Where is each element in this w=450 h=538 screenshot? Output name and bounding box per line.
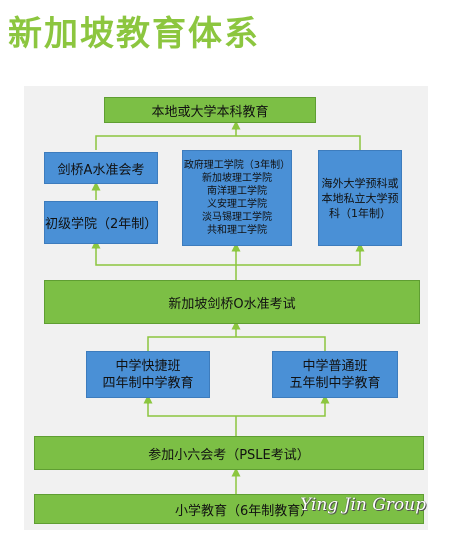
normal-line: 五年制中学教育 [289, 375, 381, 391]
polytechnic-line: 共和理工学院 [207, 225, 267, 236]
express-line: 四年制中学教育 [102, 375, 194, 391]
o-level-box: 新加坡剑桥O水准考试 [44, 280, 420, 324]
psle-box: 参加小六会考（PSLE考试） [34, 436, 424, 470]
watermark-logo: Ying Jin Group [300, 495, 426, 515]
a-level-box: 剑桥A水准会考 [44, 152, 158, 184]
polytechnic-line: 义安理工学院 [207, 199, 267, 210]
arrow-psle-secondary [147, 400, 326, 436]
polytechnics-box: 政府理工学院（3年制） 新加坡理工学院 南洋理工学院 义安理工学院 淡马锡理工学… [182, 150, 292, 246]
polytechnic-line: 政府理工学院（3年制） [183, 160, 291, 171]
arrow-to-university [95, 126, 361, 150]
university-box: 本地或大学本科教育 [104, 97, 316, 123]
junior-college-box: 初级学院（2年制） [44, 201, 158, 244]
express-stream-box: 中学快捷班 四年制中学教育 [86, 351, 210, 398]
polytechnic-line: 新加坡理工学院 [202, 173, 272, 184]
overseas-line: 本地私立大学预 [321, 191, 399, 205]
overseas-line: 海外大学预科或 [321, 176, 399, 190]
normal-stream-box: 中学普通班 五年制中学教育 [272, 351, 398, 398]
overseas-preu-box: 海外大学预科或 本地私立大学预 科（1年制） [318, 150, 402, 246]
express-line: 中学快捷班 [115, 358, 181, 374]
primary-box: 小学教育（6年制教育） [34, 494, 424, 524]
normal-line: 中学普通班 [302, 358, 368, 374]
arrow-olevel-postsecondary [95, 246, 361, 280]
polytechnic-line: 南洋理工学院 [207, 186, 267, 197]
overseas-line: 科（1年制） [329, 206, 391, 220]
page-title: 新加坡教育体系 [8, 14, 260, 54]
polytechnic-line: 淡马锡理工学院 [202, 212, 272, 223]
